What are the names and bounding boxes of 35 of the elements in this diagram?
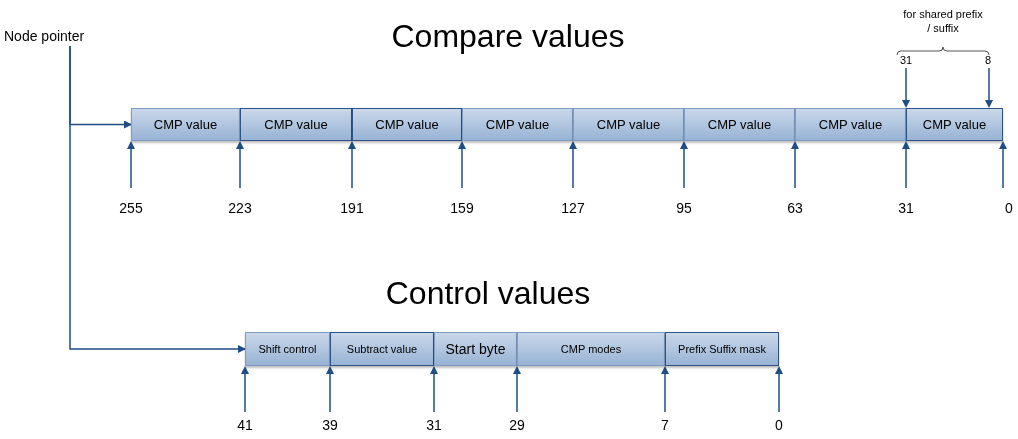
bit-number: 127 (560, 199, 586, 218)
field-box: Shift control (245, 332, 330, 366)
bit-number: 191 (339, 199, 365, 218)
bit-number: 95 (675, 199, 693, 218)
bit-number: 29 (508, 416, 526, 435)
connector-arrow (69, 45, 246, 353)
bit-number: 255 (118, 199, 144, 218)
field-box: CMP value (795, 108, 906, 141)
bit-number: 7 (660, 416, 670, 435)
field-box: Start byte (434, 332, 517, 366)
bit-number: 31 (897, 199, 915, 218)
bit-number: 31 (425, 416, 443, 435)
node-pointer-label: Node pointer (4, 26, 104, 46)
field-box: CMP value (906, 108, 1003, 141)
section-heading: Control values (384, 273, 592, 313)
bit-number: 223 (227, 199, 253, 218)
field-box: CMP modes (517, 332, 665, 366)
bit-number: 0 (1004, 199, 1014, 218)
note-text: for shared prefix / suffix (902, 8, 984, 36)
bit-number: 39 (321, 416, 339, 435)
bit-number: 0 (774, 416, 784, 435)
field-box: Subtract value (330, 332, 434, 366)
section-heading: Compare values (390, 16, 626, 56)
bit-number: 41 (236, 416, 254, 435)
field-box: Prefix Suffix mask (665, 332, 779, 366)
bit-number: 159 (449, 199, 475, 218)
field-box: CMP value (240, 108, 352, 141)
bit-number: 8 (983, 54, 993, 69)
field-box: CMP value (131, 108, 240, 141)
field-box: CMP value (684, 108, 795, 141)
field-box: CMP value (462, 108, 573, 141)
field-box: CMP value (352, 108, 462, 141)
bit-number: 31 (898, 54, 914, 69)
bit-number: 63 (786, 199, 804, 218)
field-box: CMP value (573, 108, 684, 141)
